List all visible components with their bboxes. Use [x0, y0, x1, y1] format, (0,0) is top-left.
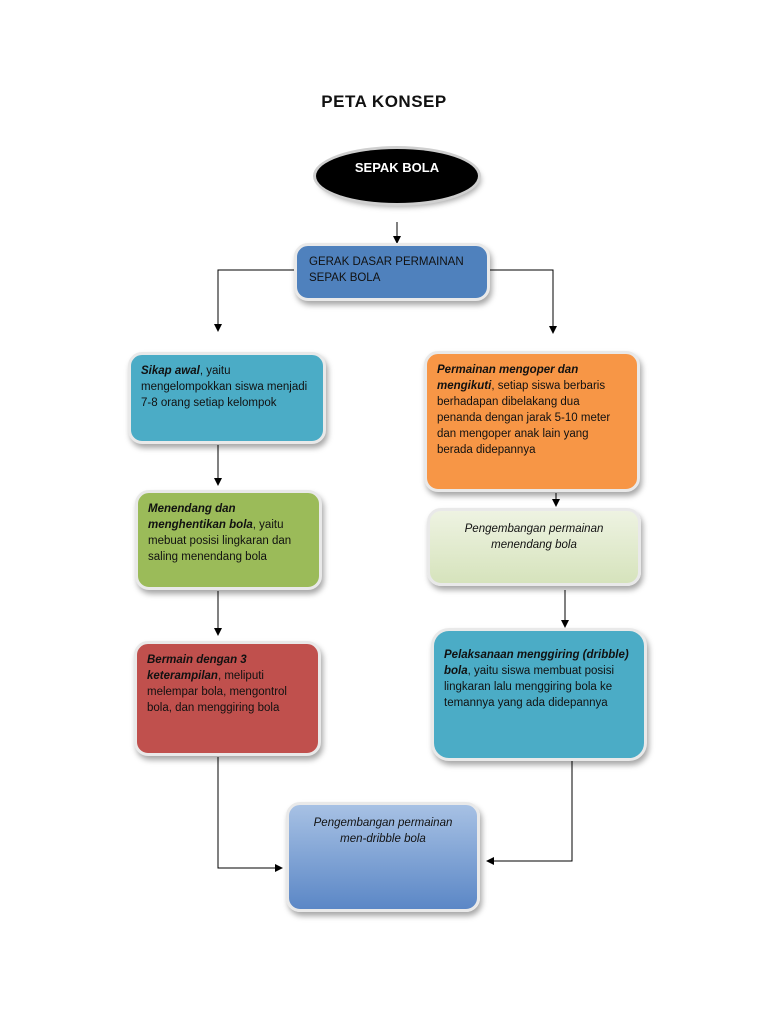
left-node-2: Menendang dan menghentikan bola, yaitu m… — [135, 490, 322, 590]
main-node: GERAK DASAR PERMAINAN SEPAK BOLA — [294, 243, 490, 301]
left-node-2-emphasis: Menendang dan menghentikan bola — [148, 503, 253, 531]
right-node-1-text: , setiap siswa berbaris berhadapan dibel… — [437, 380, 611, 456]
left-node-3-emphasis: Bermain dengan 3 keterampilan — [147, 654, 247, 682]
left-node-1-text: , yaitu mengelompokkan siswa menjadi 7-8… — [141, 365, 308, 409]
right-node-3-emphasis: Pelaksanaan menggiring (dribble) bola — [444, 649, 629, 677]
right-node-2: Pengembangan permainan menendang bola — [427, 508, 641, 586]
page-title: PETA KONSEP — [321, 92, 447, 111]
bottom-node: Pengembangan permainan men-dribble bola — [286, 802, 480, 912]
right-node-1-emphasis: Permainan mengoper dan mengikuti — [437, 364, 579, 392]
left-node-3: Bermain dengan 3 keterampilan, meliputi … — [134, 641, 321, 756]
left-node-1: Sikap awal, yaitu mengelompokkan siswa m… — [128, 352, 326, 444]
bottom-label: Pengembangan permainan men-dribble bola — [313, 817, 453, 845]
arrow-main-to-left — [214, 269, 294, 332]
right-node-1: Permainan mengoper dan mengikuti, setiap… — [424, 351, 640, 492]
arrow-left3-to-bottom — [217, 757, 283, 872]
main-label: GERAK DASAR PERMAINAN SEPAK BOLA — [309, 256, 464, 284]
arrow-main-to-right — [490, 269, 557, 334]
left-node-2-text: , yaitu mebuat posisi lingkaran dan sali… — [148, 519, 292, 563]
right-node-3: Pelaksanaan menggiring (dribble) bola, y… — [431, 628, 647, 761]
arrow-right3-to-bottom — [486, 760, 573, 865]
right-node-2-label: Pengembangan permainan menendang bola — [464, 523, 604, 551]
left-node-1-emphasis: Sikap awal — [141, 365, 200, 377]
root-node: SEPAK BOLA — [316, 149, 478, 203]
left-node-3-text: , meliputi melempar bola, mengontrol bol… — [147, 670, 287, 714]
right-node-3-text: , yaitu siswa membuat posisi lingkaran l… — [444, 665, 615, 709]
root-label: SEPAK BOLA — [354, 160, 440, 175]
